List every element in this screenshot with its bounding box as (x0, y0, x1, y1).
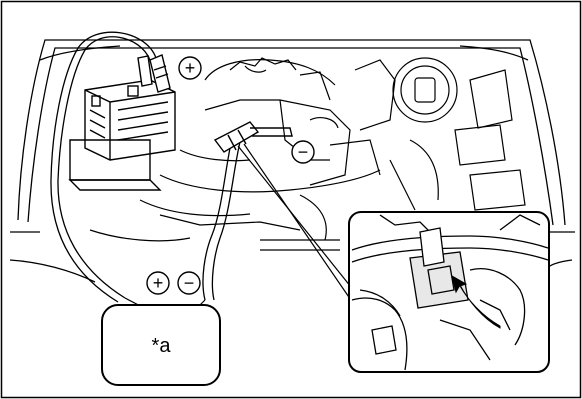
charger-positive-symbol: + (147, 272, 169, 294)
charger-positive-symbol-label: + (153, 273, 164, 293)
callout-box: *a (102, 305, 220, 385)
engine-ground-negative-symbol-label: − (298, 142, 309, 162)
engine-ground-negative-symbol: − (292, 141, 314, 163)
battery-positive-symbol: + (179, 57, 201, 79)
inset-detail (349, 212, 549, 372)
battery-positive-symbol-label: + (185, 58, 196, 78)
callout-label: *a (152, 335, 172, 357)
charger-negative-symbol-label: − (184, 273, 195, 293)
charger-negative-symbol: − (178, 272, 200, 294)
